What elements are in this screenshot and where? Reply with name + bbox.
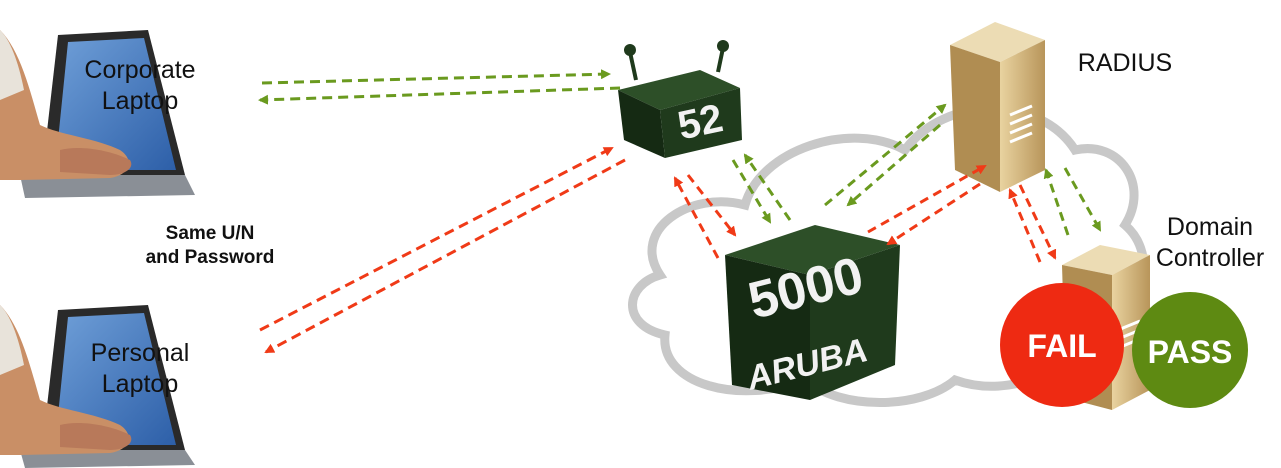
arrow-domain-to-radius-green (1043, 168, 1070, 236)
arrow-corporate-to-ap (261, 69, 611, 85)
corporate-laptop-icon (0, 30, 195, 198)
arrow-radius-to-controller-red (886, 182, 981, 246)
arrow-controller-to-radius-green (824, 103, 947, 207)
aruba-controller-icon: 5000 ARUBA (725, 225, 900, 400)
arrow-personal-to-ap (259, 146, 614, 332)
arrow-radius-to-domain-green (1063, 167, 1102, 232)
pass-badge: PASS (1132, 292, 1248, 408)
personal-laptop-label: Personal Laptop (40, 338, 240, 401)
arrow-controller-to-ap-red (673, 176, 720, 259)
corporate-laptop-label-line1: Corporate (84, 56, 196, 84)
radius-label: RADIUS (1077, 49, 1173, 77)
arrow-controller-to-radius-red (867, 164, 987, 234)
personal-laptop-label-line2: Laptop (101, 370, 179, 399)
arrows-ap-controller (673, 153, 792, 259)
same-credentials-line2: and Password (145, 246, 275, 268)
arrows-controller-radius (824, 103, 987, 246)
arrows-corporate-ap (258, 69, 621, 105)
arrows-personal-ap (259, 146, 626, 354)
arrow-ap-to-corporate (258, 86, 621, 105)
corporate-laptop-label-line2: Laptop (101, 87, 179, 116)
arrow-domain-to-radius-red (1008, 188, 1042, 263)
same-credentials-label: Same U/N and Password (100, 222, 320, 270)
arrow-radius-to-domain-red (1018, 184, 1057, 260)
arrow-ap-to-personal (264, 158, 626, 354)
corporate-laptop-label: Corporate Laptop (40, 55, 240, 118)
domain-controller-label-line1: Domain (1166, 213, 1254, 241)
radius-server-icon (950, 22, 1045, 192)
domain-controller-label: Domain Controller (1140, 212, 1280, 275)
wireless-access-point-icon: 52 (618, 40, 742, 158)
arrow-ap-to-controller-green (731, 159, 772, 224)
fail-badge: FAIL (1000, 283, 1124, 407)
arrow-radius-to-controller-green (846, 123, 941, 207)
arrows-radius-domain (1008, 167, 1102, 263)
domain-controller-label-line2: Controller (1155, 244, 1265, 273)
arrow-controller-to-ap-green (743, 153, 792, 221)
fail-badge-label: FAIL (1027, 328, 1096, 364)
pass-badge-label: PASS (1148, 334, 1233, 370)
access-point-number: 52 (674, 96, 727, 148)
personal-laptop-icon (0, 305, 195, 468)
same-credentials-line1: Same U/N (165, 223, 255, 244)
arrow-ap-to-controller-red (686, 174, 737, 237)
personal-laptop-label-line1: Personal (90, 339, 190, 367)
